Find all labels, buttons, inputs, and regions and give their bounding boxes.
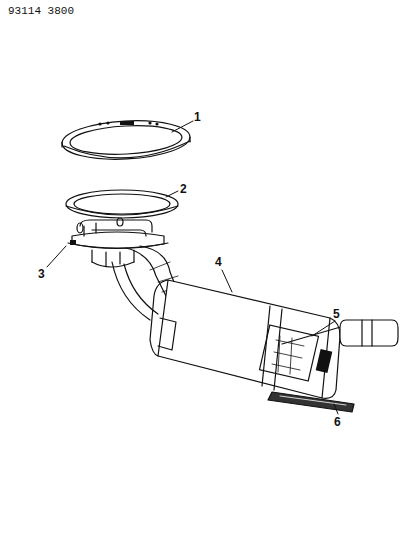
callout-number: 5 xyxy=(333,308,340,320)
gasket xyxy=(66,190,178,218)
callout-number: 6 xyxy=(334,416,341,428)
reservoir-body xyxy=(150,280,340,398)
figure-number: 93114 3800 xyxy=(8,6,74,17)
leader-lines xyxy=(47,121,338,414)
fuel-strainer xyxy=(268,392,354,412)
float-arm xyxy=(282,320,398,346)
lock-ring xyxy=(61,118,191,163)
callout-number: 2 xyxy=(180,183,187,195)
module-flange xyxy=(68,218,168,267)
callout-number: 4 xyxy=(215,256,222,268)
callout-number: 1 xyxy=(194,111,201,123)
callout-number: 3 xyxy=(38,268,45,280)
